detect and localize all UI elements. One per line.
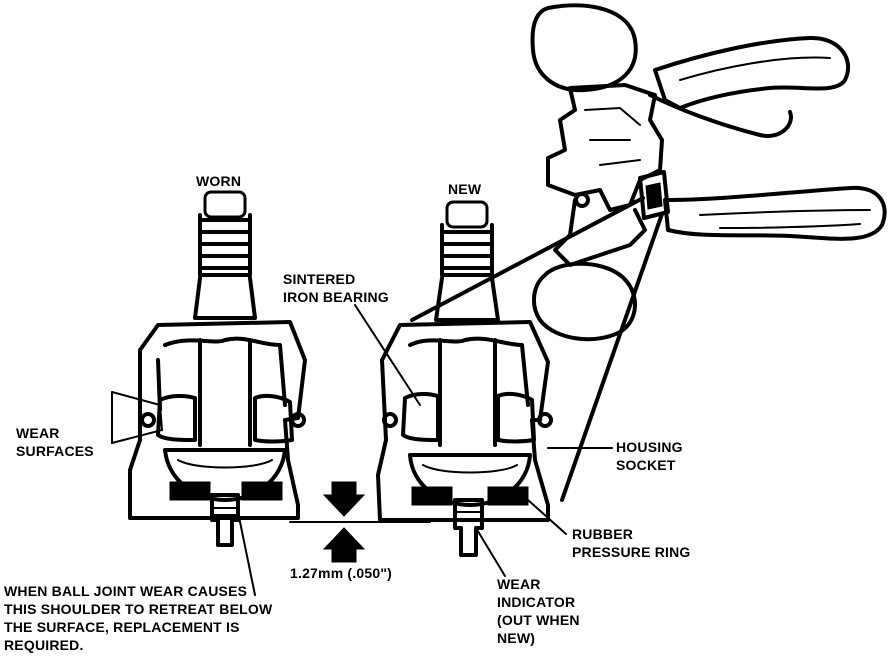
leader-lines — [111, 304, 613, 596]
wear-indicator-line4: NEW) — [497, 630, 535, 646]
worn-label: WORN — [196, 173, 241, 189]
worn-ball-joint — [128, 190, 307, 547]
note-line1: WHEN BALL JOINT WEAR CAUSES — [4, 583, 247, 599]
wear-indicator-line1: WEAR — [497, 576, 541, 592]
wear-surfaces-line1: WEAR — [16, 425, 60, 441]
rubber-ring-line1: RUBBER — [572, 526, 633, 542]
sintered-label-line2: IRON BEARING — [283, 289, 389, 305]
wear-indicator-line2: INDICATOR — [497, 594, 575, 610]
note-line4: REQUIRED. — [4, 637, 84, 653]
housing-socket-line1: HOUSING — [616, 439, 683, 455]
new-ball-joint — [376, 200, 553, 557]
note-line3: THE SURFACE, REPLACEMENT IS — [4, 619, 240, 635]
measurement-marker — [289, 481, 431, 563]
note-line2: THIS SHOULDER TO RETREAT BELOW — [4, 601, 273, 617]
suspension-assembly — [410, 3, 887, 502]
wear-indicator-line3: (OUT WHEN — [497, 612, 580, 628]
housing-socket-line2: SOCKET — [616, 457, 676, 473]
new-label: NEW — [448, 181, 482, 197]
rubber-ring-line2: PRESSURE RING — [572, 544, 691, 560]
measurement-label: 1.27mm (.050") — [290, 565, 392, 581]
wear-surfaces-line2: SURFACES — [16, 443, 94, 459]
sintered-label-line1: SINTERED — [283, 271, 355, 287]
